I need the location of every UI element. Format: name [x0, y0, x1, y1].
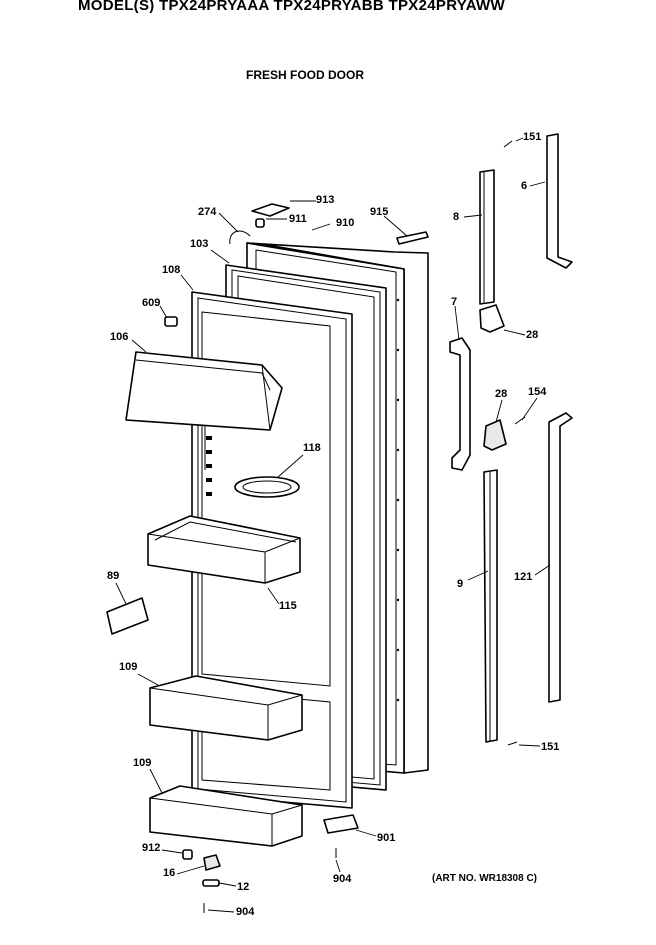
callout-label: 121 — [514, 571, 533, 583]
dairy-door-stop — [164, 316, 178, 327]
callout-label: 118 — [303, 442, 321, 454]
door-bin-middle — [149, 675, 303, 741]
callout-label: 8 — [453, 211, 460, 223]
art-number: (ART NO. WR18308 C) — [432, 873, 538, 884]
callout-label: 9 — [457, 578, 464, 590]
door-trim-bottom — [548, 412, 573, 703]
small-bin — [106, 597, 149, 635]
handle-bracket-top — [479, 304, 505, 333]
callout-label: 103 — [190, 238, 209, 250]
door-stop — [203, 854, 221, 871]
bottom-hinge-cap — [323, 814, 359, 834]
callout-label: 904 — [236, 906, 255, 918]
callout-label: 7 — [451, 296, 458, 308]
callout-label: 274 — [198, 206, 217, 218]
callout-label: 115 — [279, 600, 297, 612]
pin — [202, 879, 220, 887]
label-strip — [396, 231, 429, 245]
bushing — [255, 218, 265, 228]
wire-clip — [229, 230, 251, 245]
callout-label: 904 — [333, 873, 352, 885]
leader-lines — [115, 137, 551, 913]
callout-label: 911 — [289, 213, 307, 225]
callout-label: 901 — [377, 832, 396, 844]
callout-label: 154 — [528, 386, 547, 398]
handle-mount-top — [479, 169, 495, 305]
ring-insert — [234, 476, 300, 498]
diagram-subtitle: FRESH FOOD DOOR — [246, 68, 365, 82]
callout-label: 915 — [370, 206, 389, 218]
upper-shelf-bin — [147, 515, 301, 584]
callout-label: 16 — [163, 867, 176, 879]
door-bin-bottom — [149, 785, 303, 847]
callout-label: 609 — [142, 297, 161, 309]
dairy-compartment-door — [125, 351, 283, 431]
callout-label: 89 — [107, 570, 120, 582]
callout-label: 151 — [541, 741, 560, 753]
callout-label: 6 — [521, 180, 528, 192]
callout-label: 109 — [133, 757, 152, 769]
callout-label: 109 — [119, 661, 138, 673]
callout-label: 12 — [237, 881, 250, 893]
handle-mount-bottom — [483, 469, 498, 743]
screw-top — [503, 140, 513, 148]
callout-label: 913 — [316, 194, 335, 206]
door-trim-top — [546, 133, 573, 269]
callout-label: 910 — [336, 217, 355, 229]
screw-bottom — [507, 741, 518, 746]
diagram-title: MODEL(S) TPX24PRYAAA TPX24PRYABB TPX24PR… — [78, 0, 505, 14]
callout-label: 912 — [142, 842, 161, 854]
hinge-plate — [251, 203, 290, 217]
door-handle — [449, 337, 471, 471]
callout-label: 151 — [523, 131, 542, 143]
callout-label: 28 — [526, 329, 539, 341]
handle-bracket-bottom — [483, 419, 507, 451]
bushing-bottom — [182, 849, 193, 860]
callout-label: 28 — [495, 388, 508, 400]
callout-label: 106 — [110, 331, 129, 343]
callout-label: 108 — [162, 264, 181, 276]
